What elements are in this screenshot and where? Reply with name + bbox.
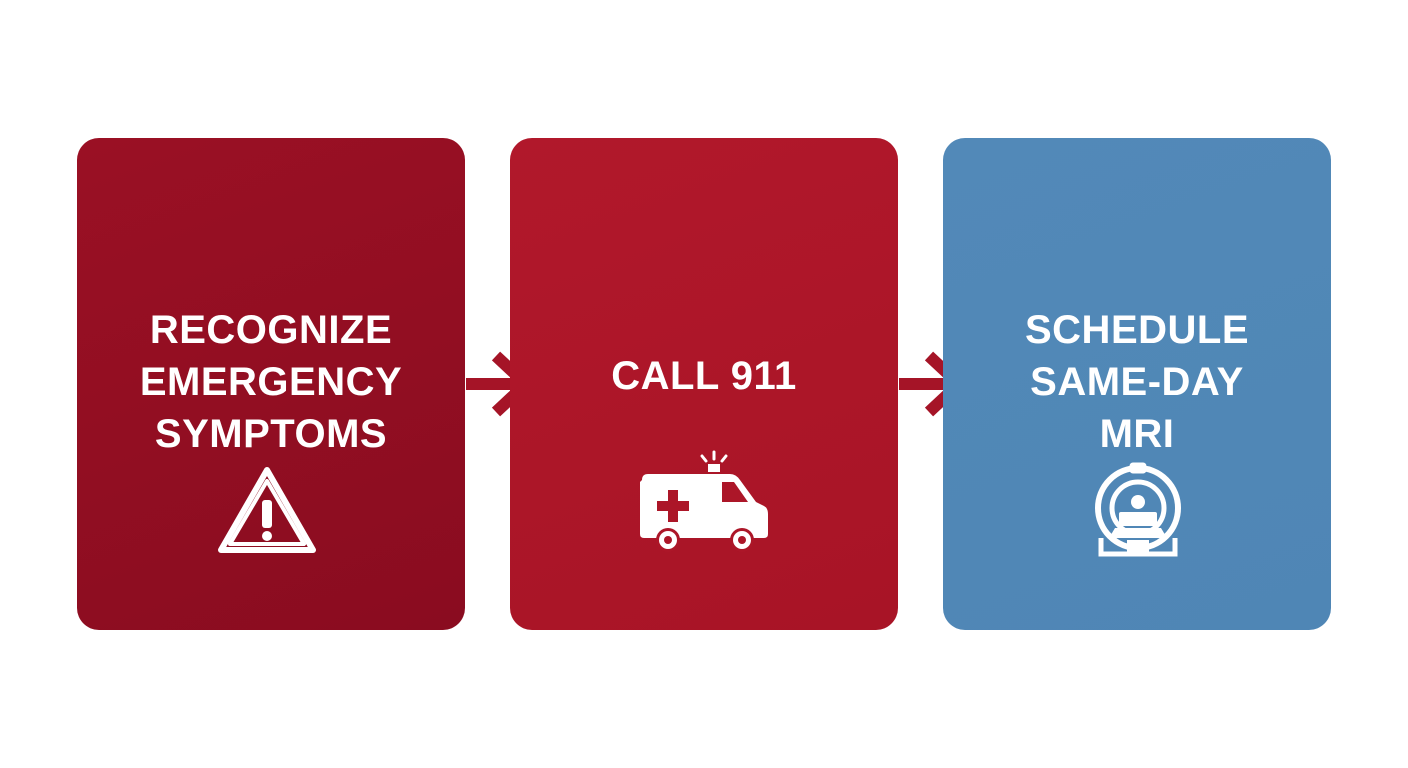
mri-scanner-icon (1095, 462, 1181, 557)
step-label: CALL 911 (611, 354, 797, 398)
ambulance-icon (640, 450, 768, 552)
step-card-recognize: RECOGNIZE EMERGENCY SYMPTOMS (77, 138, 465, 630)
warning-triangle-icon (218, 467, 316, 553)
step-label: RECOGNIZE EMERGENCY SYMPTOMS (139, 308, 403, 456)
step-card-schedule-mri: SCHEDULE SAME-DAY MRI (943, 138, 1331, 630)
step-card-call-911: CALL 911 (510, 138, 898, 630)
step-label: SCHEDULE SAME-DAY MRI (1024, 308, 1250, 456)
